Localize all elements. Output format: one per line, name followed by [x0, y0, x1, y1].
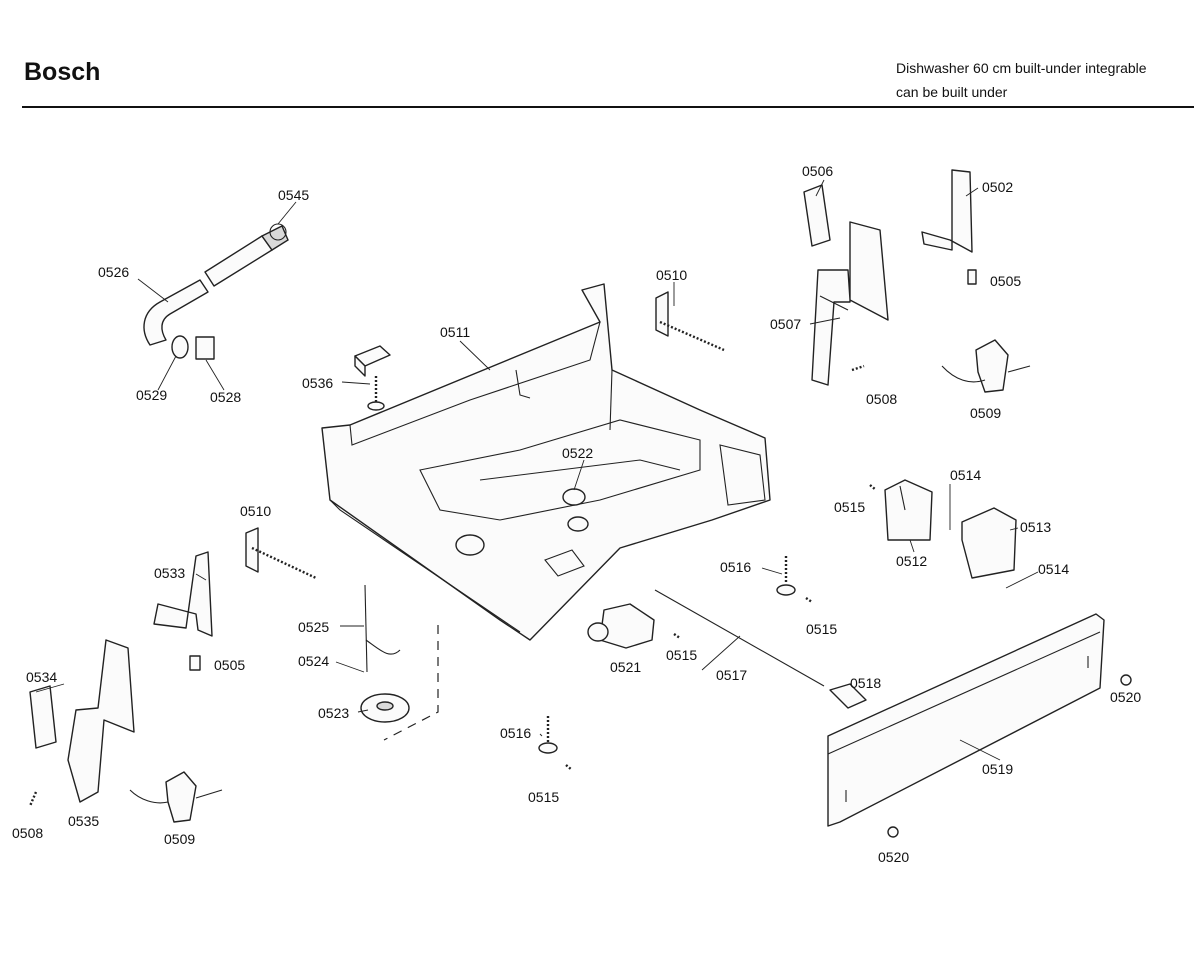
label-0528: 0528 [210, 389, 241, 405]
screw-0515-d [565, 764, 573, 771]
spring-left [245, 527, 317, 580]
label-0533: 0533 [154, 565, 185, 581]
label-0509-top: 0509 [970, 405, 1001, 421]
label-0520-bottom: 0520 [878, 849, 909, 865]
product-line-1: Dishwasher 60 cm built-under integrable [896, 60, 1147, 76]
label-0510-left: 0510 [240, 503, 271, 519]
hinge-bracket-right [803, 184, 889, 386]
label-0512: 0512 [896, 553, 927, 569]
label-0506: 0506 [802, 163, 833, 179]
label-0524: 0524 [298, 653, 329, 669]
label-0529: 0529 [136, 387, 167, 403]
level-sensor-assembly [360, 584, 439, 741]
screw-0515-b [805, 597, 813, 603]
foot-screw-top [354, 345, 391, 411]
foot-screw-right [776, 556, 796, 596]
label-0526: 0526 [98, 264, 129, 280]
label-0505-top: 0505 [990, 273, 1021, 289]
rod-0517 [654, 589, 825, 687]
foot-screw-bottom [538, 716, 558, 754]
label-0515-b: 0515 [806, 621, 837, 637]
label-0507: 0507 [770, 316, 801, 332]
label-0545: 0545 [278, 187, 309, 203]
label-0513: 0513 [1020, 519, 1051, 535]
label-0517: 0517 [716, 667, 747, 683]
plug-0518 [829, 683, 867, 709]
screw-0508-left [28, 791, 38, 807]
label-0521: 0521 [610, 659, 641, 675]
leader-lines [35, 179, 1039, 761]
part-labels: 0545 0526 0529 0528 0536 0511 0510 0510 … [12, 163, 1141, 865]
label-0520-right: 0520 [1110, 689, 1141, 705]
brand-name: Bosch [24, 58, 101, 86]
label-0519: 0519 [982, 761, 1013, 777]
header-divider [22, 106, 1194, 108]
label-0523: 0523 [318, 705, 349, 721]
hinge-bottom-left [129, 771, 223, 823]
product-description: Dishwasher 60 cm built-under integrable … [896, 56, 1147, 104]
label-0518: 0518 [850, 675, 881, 691]
label-0511: 0511 [440, 324, 470, 340]
screw-0520-lower [887, 826, 899, 838]
screw-0520-upper [1120, 674, 1132, 686]
product-line-2: can be built under [896, 84, 1008, 100]
spring-right [655, 291, 725, 352]
hinge-top-right [941, 339, 1031, 393]
label-0515-a: 0515 [834, 499, 865, 515]
label-0516-bottom: 0516 [500, 725, 531, 741]
label-0508-left: 0508 [12, 825, 43, 841]
label-0525: 0525 [298, 619, 329, 635]
holder-0512 [884, 479, 933, 541]
label-0514-bottom: 0514 [1038, 561, 1069, 577]
bracket-top-right [921, 169, 977, 285]
label-0510-right: 0510 [656, 267, 687, 283]
label-0514-top: 0514 [950, 467, 981, 483]
label-0502: 0502 [982, 179, 1013, 195]
inlet-valve [587, 603, 655, 649]
hinge-bracket-left [29, 639, 135, 803]
screw-0515-a [869, 484, 877, 491]
label-0509-bottom: 0509 [164, 831, 195, 847]
label-0522: 0522 [562, 445, 593, 461]
kickplate [827, 613, 1105, 827]
label-0515-d: 0515 [528, 789, 559, 805]
label-0505-left: 0505 [214, 657, 245, 673]
cover-0513 [961, 507, 1017, 579]
label-0536: 0536 [302, 375, 333, 391]
label-0535: 0535 [68, 813, 99, 829]
label-0508-right: 0508 [866, 391, 897, 407]
base-tub [321, 283, 771, 641]
label-0534: 0534 [26, 669, 57, 685]
drain-hose-assembly [143, 223, 289, 360]
screw-0515-c [673, 633, 681, 639]
bracket-left [153, 551, 213, 671]
label-0516-right: 0516 [720, 559, 751, 575]
screw-0508-right [851, 364, 865, 372]
label-0515-c: 0515 [666, 647, 697, 663]
